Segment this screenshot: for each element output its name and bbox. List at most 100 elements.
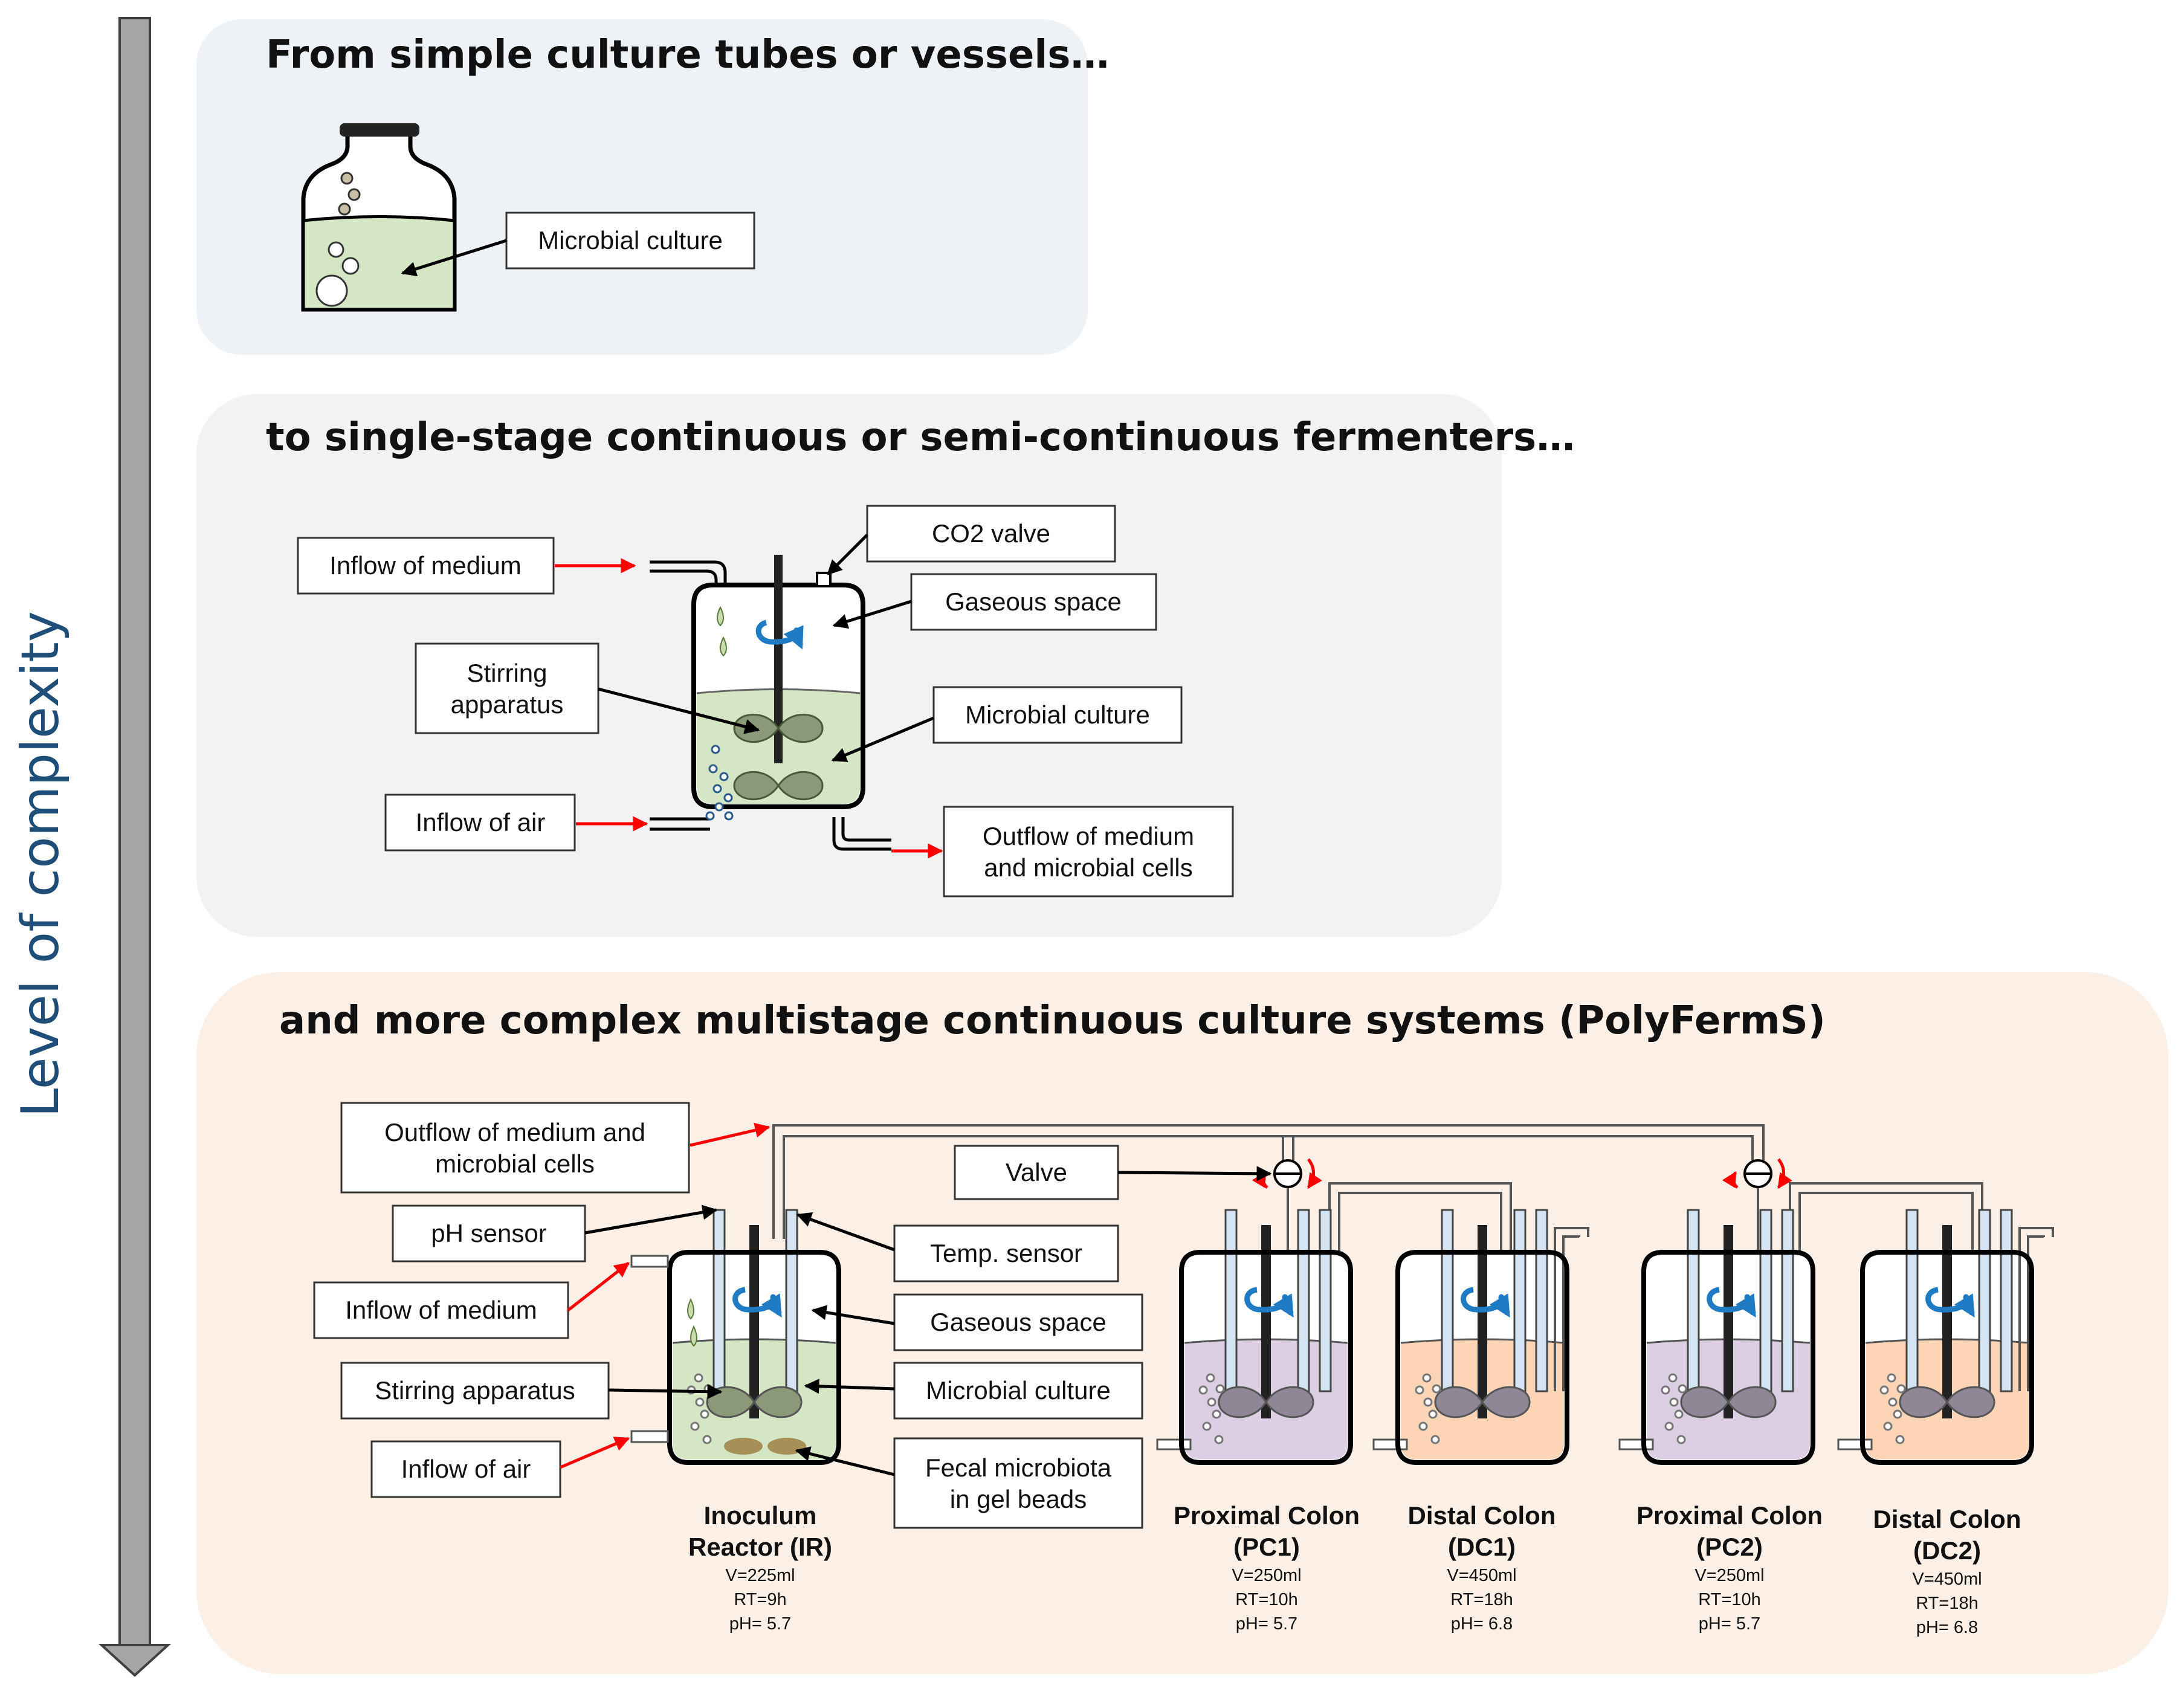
air-bubble	[1668, 1373, 1678, 1383]
panel-2-outflow-box	[943, 806, 1234, 897]
air-bubble	[1423, 1397, 1433, 1407]
panel-2-outflow-label-2: and microbial cells	[984, 853, 1192, 882]
sensor-probe	[1297, 1209, 1310, 1392]
panel-polyferms: and more complex multistage continuous c…	[196, 972, 2168, 1674]
panel-2-co2-arrow	[827, 534, 868, 575]
sensor-probe	[1224, 1209, 1238, 1392]
air-bubble	[1669, 1397, 1679, 1407]
reactor-caption-ph: pH= 5.7	[1236, 1614, 1297, 1634]
reactor-caption-name-2: (PC2)	[1696, 1533, 1763, 1561]
panel-2-gaseous-arrow	[832, 600, 912, 629]
reactor-caption-ph: pH= 6.8	[1916, 1618, 1978, 1637]
reactor-caption-name-1: Proximal Colon	[1174, 1501, 1360, 1530]
bottle-cap	[340, 123, 419, 137]
panel-3-inflow-medium-arrow	[567, 1262, 630, 1311]
stirrer-shaft	[1724, 1225, 1733, 1418]
sensor-probe	[2000, 1209, 2013, 1392]
panel-3-gaseous-box	[893, 1293, 1143, 1351]
air-bubble	[1214, 1435, 1224, 1444]
panel-3-fecal-label-1: Fecal microbiota	[925, 1453, 1112, 1482]
panel-3-stirring-label: Stirring apparatus	[375, 1376, 575, 1405]
air-bubble	[1428, 1409, 1438, 1419]
panel-3-fecal-label-2: in gel beads	[950, 1485, 1087, 1513]
rotation-arrow	[1244, 1287, 1294, 1318]
fermenter-stirrer-shaft	[774, 555, 783, 763]
panel-1-culture-arrow	[401, 239, 507, 277]
sensor-probe	[1759, 1209, 1772, 1392]
air-bubble	[1887, 1373, 1896, 1383]
panel-2-culture-box	[932, 686, 1183, 744]
panel-3-ph-arrow	[584, 1204, 718, 1235]
panel-2-stirring-box	[415, 642, 599, 734]
panel-3-valve-arrow	[1117, 1166, 1272, 1182]
panel-3-temp-label: Temp. sensor	[930, 1239, 1082, 1267]
panel-3-fecal-box	[893, 1437, 1143, 1529]
air-bubble	[1206, 1373, 1215, 1383]
air-bubble	[690, 1421, 700, 1431]
stirrer-shaft	[1478, 1225, 1487, 1418]
panel-3-outflow-label-2: microbial cells	[435, 1149, 595, 1178]
air-bubble	[1207, 1397, 1216, 1407]
impeller	[1218, 1386, 1314, 1418]
gel-bead-1	[724, 1438, 763, 1455]
air-bubble	[1422, 1373, 1432, 1383]
reactor-caption-name-2: Reactor (IR)	[688, 1533, 832, 1561]
panel-simple-culture: From simple culture tubes or vessels… Mi…	[196, 19, 1109, 355]
panel-3-outflow-label-1: Outflow of medium and	[384, 1118, 645, 1146]
air-bubble	[1202, 1421, 1212, 1431]
reactor-caption-name-1: Inoculum	[704, 1501, 817, 1530]
panel-2-title: to single-stage continuous or semi-conti…	[266, 415, 1575, 460]
panel-2-culture-label: Microbial culture	[965, 700, 1150, 729]
air-bubble	[1212, 1409, 1221, 1419]
panel-1-title: From simple culture tubes or vessels…	[266, 33, 1109, 77]
distal-colon-reactor-2	[1837, 1209, 2054, 1465]
reactor-caption-v: V=250ml	[1695, 1566, 1764, 1585]
proximal-colon-reactor-1	[1156, 1209, 1353, 1465]
panel-2-inflow-medium-label: Inflow of medium	[329, 551, 521, 580]
air-bubble	[1674, 1409, 1684, 1419]
sensor-probe	[785, 1209, 798, 1392]
panel-1-culture-label: Microbial culture	[538, 226, 723, 254]
complexity-axis: Level of complexity	[10, 17, 172, 1677]
air-bubble	[694, 1373, 703, 1383]
sensor-probe	[1978, 1209, 1991, 1392]
reactor-caption-rt: RT=9h	[734, 1590, 786, 1609]
reactor-caption-name-2: (DC2)	[1913, 1536, 1981, 1565]
air-bubble	[1676, 1435, 1686, 1444]
panel-3-inflow-air-label: Inflow of air	[401, 1455, 531, 1483]
air-bubble	[1661, 1385, 1670, 1395]
single-stage-fermenter	[650, 555, 891, 851]
panel-2-outflow-label-1: Outflow of medium	[983, 822, 1194, 850]
rotation-arrow	[1925, 1287, 1975, 1318]
panel-2-inflow-medium-box	[297, 537, 555, 595]
panel-1-culture-label-box	[505, 212, 755, 270]
air-bubble	[1888, 1397, 1898, 1407]
air-bubble	[1430, 1435, 1440, 1444]
panel-3-outflow-box	[340, 1102, 690, 1194]
reactor-outline	[1641, 1250, 1815, 1465]
panel-2-culture-arrow	[831, 716, 934, 762]
rotation-arrow	[1461, 1287, 1510, 1318]
panel-single-stage: to single-stage continuous or semi-conti…	[196, 394, 1575, 937]
panel-3-gaseous-label: Gaseous space	[930, 1308, 1107, 1336]
impeller	[1434, 1386, 1531, 1418]
panel-3-inflow-medium-box	[313, 1281, 569, 1339]
axis-arrowhead	[98, 1644, 172, 1677]
rotation-arrow	[1707, 1287, 1756, 1318]
axis-shaft	[118, 17, 151, 1648]
sensor-probe	[1441, 1209, 1454, 1392]
reactor-caption-rt: RT=18h	[1916, 1594, 1978, 1613]
reactor-caption-v: V=450ml	[1912, 1570, 1982, 1589]
panel-3-gaseous-arrow	[811, 1305, 895, 1325]
air-bubble	[702, 1435, 712, 1444]
panel-3-temp-box	[893, 1224, 1119, 1282]
panel-2-stirring-label-1: Stirring	[467, 659, 547, 687]
stirrer-shaft	[1942, 1225, 1952, 1418]
panel-3-inflow-medium-label: Inflow of medium	[345, 1296, 537, 1324]
panel-3-title: and more complex multistage continuous c…	[279, 998, 1826, 1043]
reactor-caption-name-1: Proximal Colon	[1636, 1501, 1823, 1530]
fermenter-impeller-bottom	[733, 771, 824, 801]
panel-2-co2-box	[866, 505, 1116, 563]
panel-3-temp-arrow	[796, 1212, 895, 1252]
inoculum-reactor	[667, 1209, 841, 1465]
